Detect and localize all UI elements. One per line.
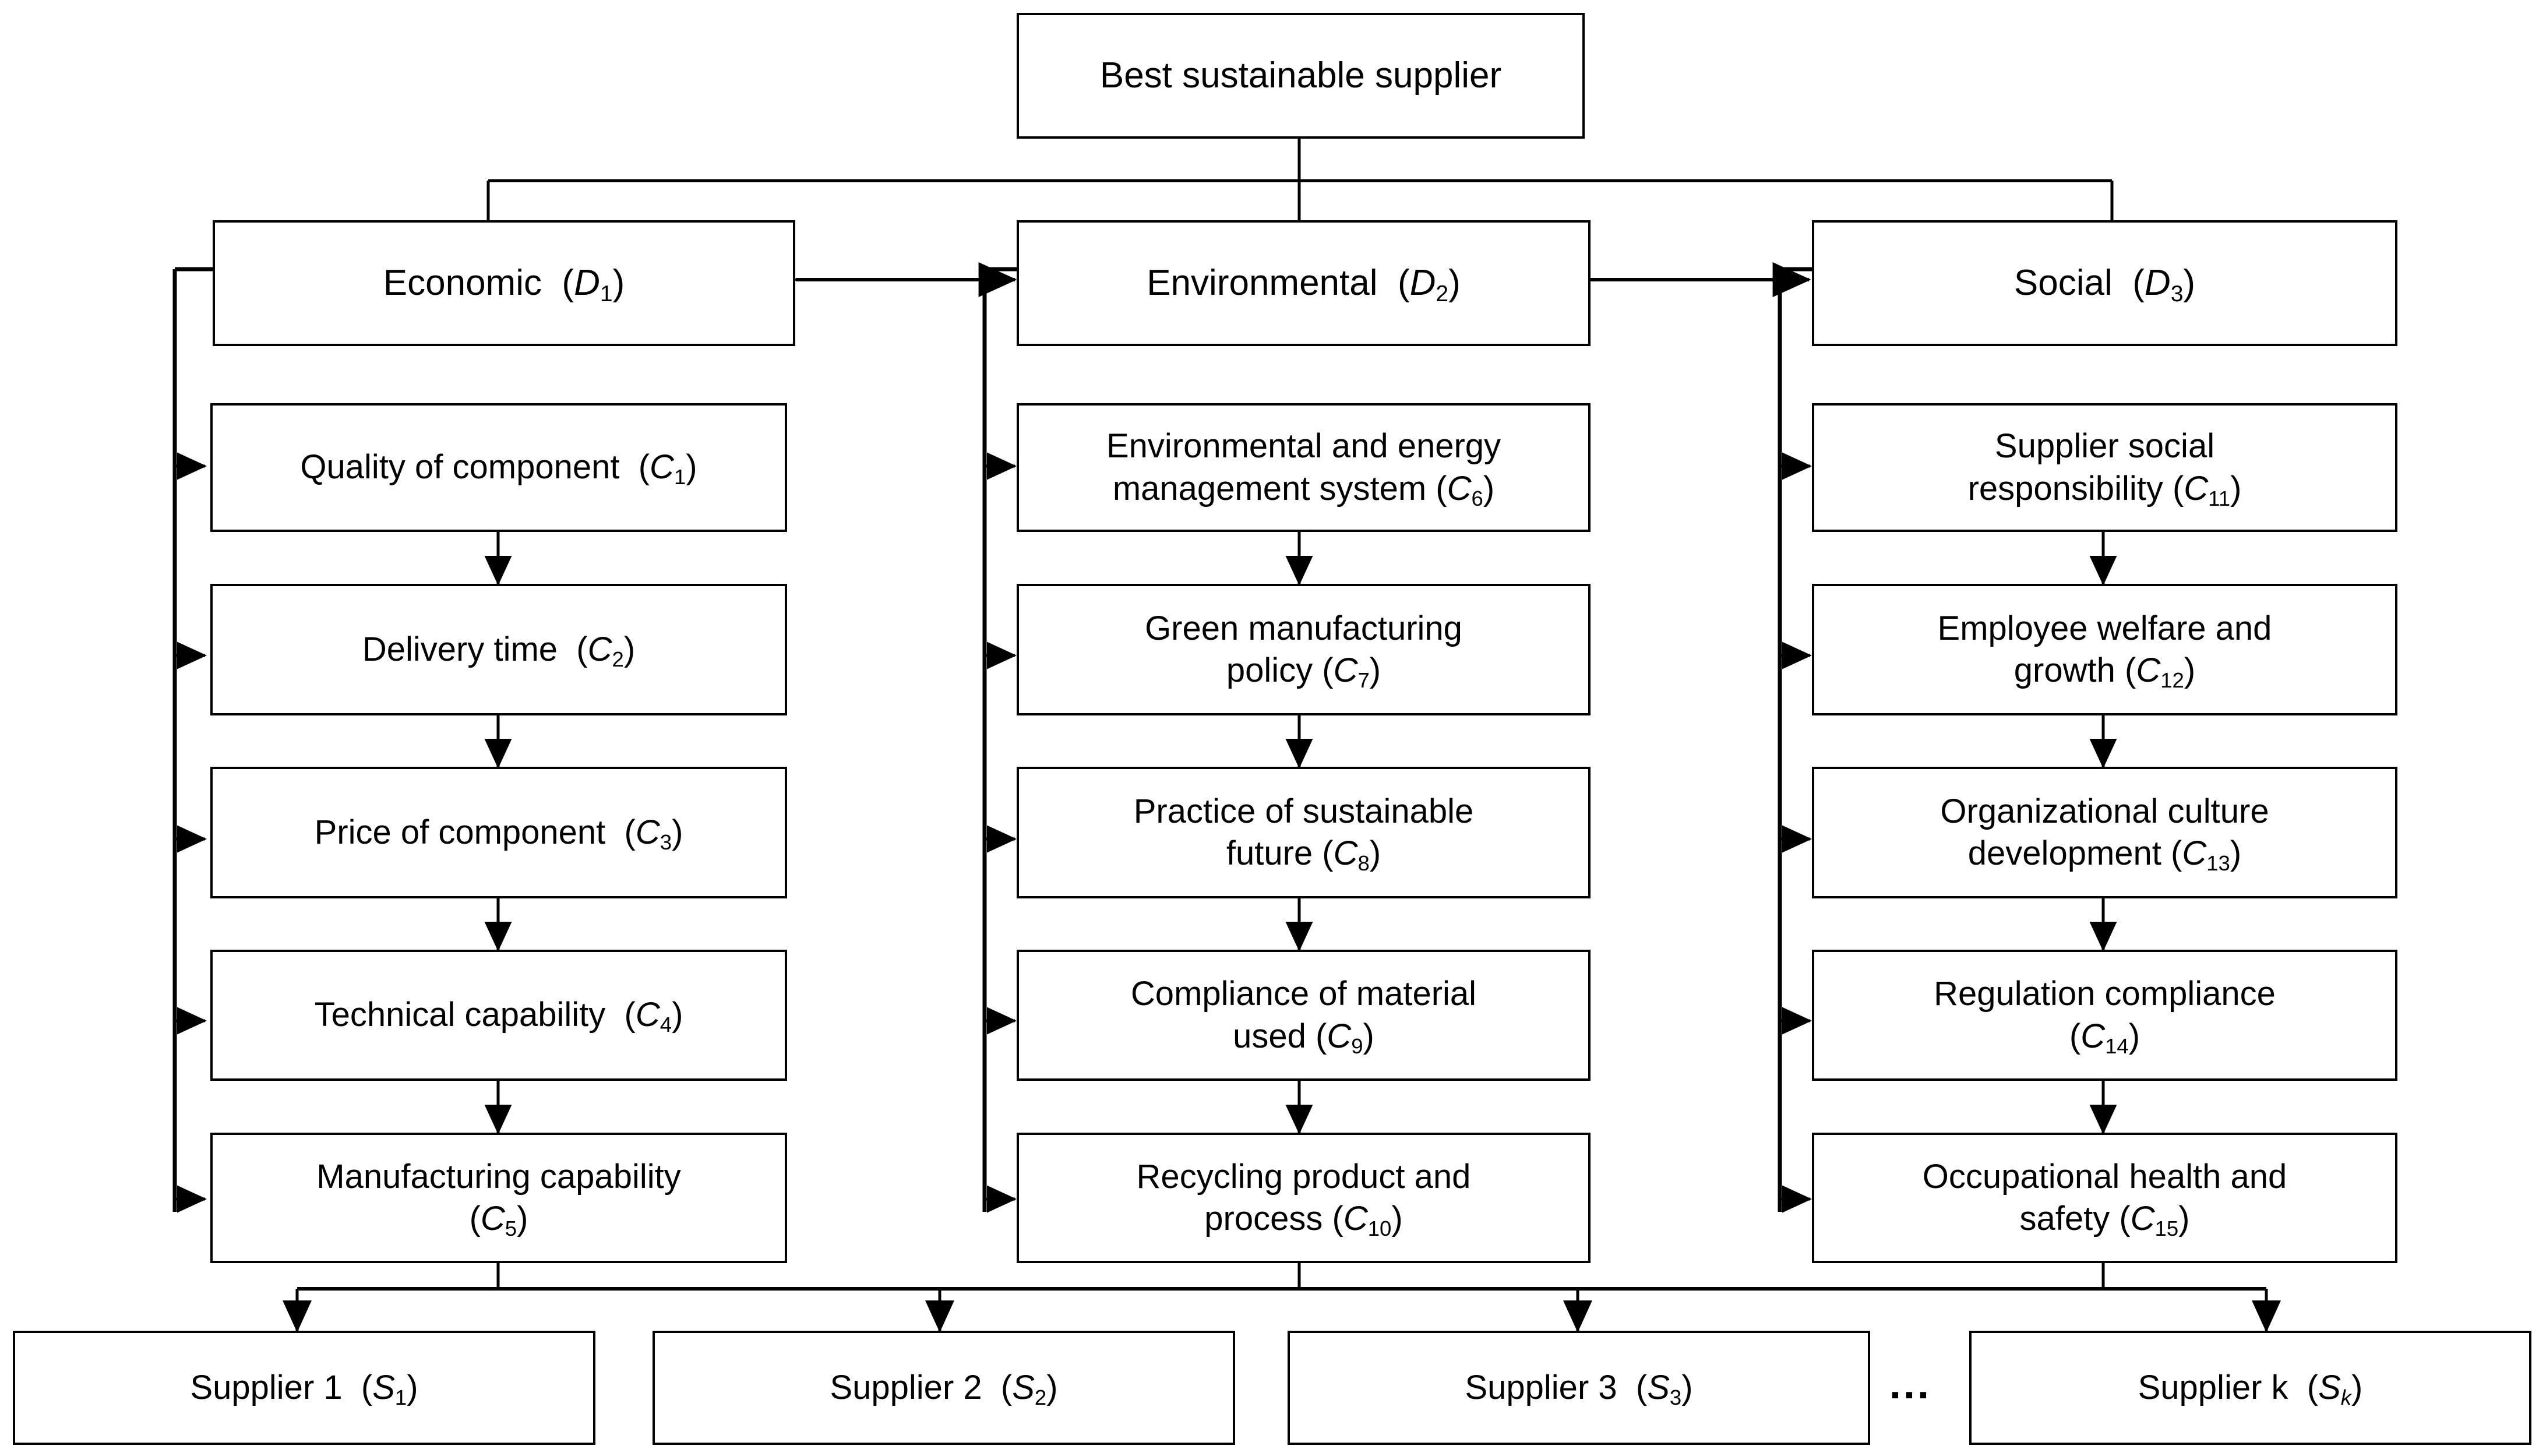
criterion-node-c8[interactable]: Practice of sustainable future (C8) [1017, 767, 1591, 898]
criterion-label-c13: Organizational culture development (C13) [1940, 792, 2269, 876]
criterion-label-c12: Employee welfare and growth (C12) [1937, 609, 2272, 693]
alternative-node-s1[interactable]: Supplier 1 (S1) [13, 1331, 595, 1445]
criterion-node-c5[interactable]: Manufacturing capability (C5) [210, 1133, 787, 1263]
goal-node[interactable]: Best sustainable supplier [1017, 13, 1585, 139]
alternative-label-sk: Supplier k (Sk) [2138, 1368, 2363, 1409]
criterion-node-c14[interactable]: Regulation compliance (C14) [1812, 950, 2397, 1081]
criterion-node-c4[interactable]: Technical capability (C4) [210, 950, 787, 1081]
economic-branch-connectors [172, 267, 213, 1213]
criterion-label-c3: Price of component (C3) [314, 813, 683, 854]
criterion-label-c8: Practice of sustainable future (C8) [1133, 792, 1474, 876]
criterion-label-c2: Delivery time (C2) [362, 630, 636, 671]
dimension-node-economic[interactable]: Economic (D1) [213, 220, 795, 346]
social-branch-connectors [1778, 267, 1812, 1213]
dimension-node-social[interactable]: Social (D3) [1812, 220, 2397, 346]
criterion-label-c5: Manufacturing capability (C5) [316, 1157, 681, 1241]
goal-to-dimensions-connector [486, 139, 2114, 220]
criterion-label-c15: Occupational health and safety (C15) [1922, 1157, 2287, 1241]
alternative-label-s1: Supplier 1 (S1) [190, 1368, 418, 1409]
criterion-node-c12[interactable]: Employee welfare and growth (C12) [1812, 584, 2397, 715]
criterion-node-c3[interactable]: Price of component (C3) [210, 767, 787, 898]
criterion-label-c6: Environmental and energy management syst… [1106, 427, 1501, 510]
criterion-label-c14: Regulation compliance (C14) [1934, 975, 2276, 1058]
dimension-label-environmental: Environmental (D2) [1147, 263, 1461, 307]
alternative-label-s3: Supplier 3 (S3) [1465, 1368, 1693, 1409]
environmental-branch-connectors [982, 267, 1017, 1213]
dimension-node-environmental[interactable]: Environmental (D2) [1017, 220, 1591, 346]
alternative-node-sk[interactable]: Supplier k (Sk) [1969, 1331, 2531, 1445]
criterion-label-c4: Technical capability (C4) [314, 996, 683, 1037]
alternatives-ellipsis: ... [1889, 1361, 1932, 1408]
criterion-node-c2[interactable]: Delivery time (C2) [210, 584, 787, 715]
criterion-node-c13[interactable]: Organizational culture development (C13) [1812, 767, 2397, 898]
alternative-node-s3[interactable]: Supplier 3 (S3) [1288, 1331, 1870, 1445]
criterion-node-c6[interactable]: Environmental and energy management syst… [1017, 403, 1591, 532]
criterion-node-c9[interactable]: Compliance of material used (C9) [1017, 950, 1591, 1081]
criterion-node-c11[interactable]: Supplier social responsibility (C11) [1812, 403, 2397, 532]
criterion-label-c7: Green manufacturing policy (C7) [1145, 609, 1462, 693]
criterion-node-c7[interactable]: Green manufacturing policy (C7) [1017, 584, 1591, 715]
criteria-to-alternatives-connector [283, 1263, 2281, 1333]
criterion-node-c15[interactable]: Occupational health and safety (C15) [1812, 1133, 2397, 1263]
criterion-label-c9: Compliance of material used (C9) [1130, 975, 1477, 1058]
goal-label: Best sustainable supplier [1099, 55, 1502, 96]
criterion-node-c10[interactable]: Recycling product and process (C10) [1017, 1133, 1591, 1263]
criterion-label-c11: Supplier social responsibility (C11) [1967, 427, 2242, 510]
dimension-label-economic: Economic (D1) [383, 263, 625, 307]
criterion-label-c10: Recycling product and process (C10) [1136, 1157, 1471, 1241]
dimension-label-social: Social (D3) [2013, 263, 2196, 307]
alternative-label-s2: Supplier 2 (S2) [830, 1368, 1058, 1409]
alternative-node-s2[interactable]: Supplier 2 (S2) [653, 1331, 1235, 1445]
criterion-node-c1[interactable]: Quality of component (C1) [210, 403, 787, 532]
criterion-label-c1: Quality of component (C1) [300, 448, 697, 489]
